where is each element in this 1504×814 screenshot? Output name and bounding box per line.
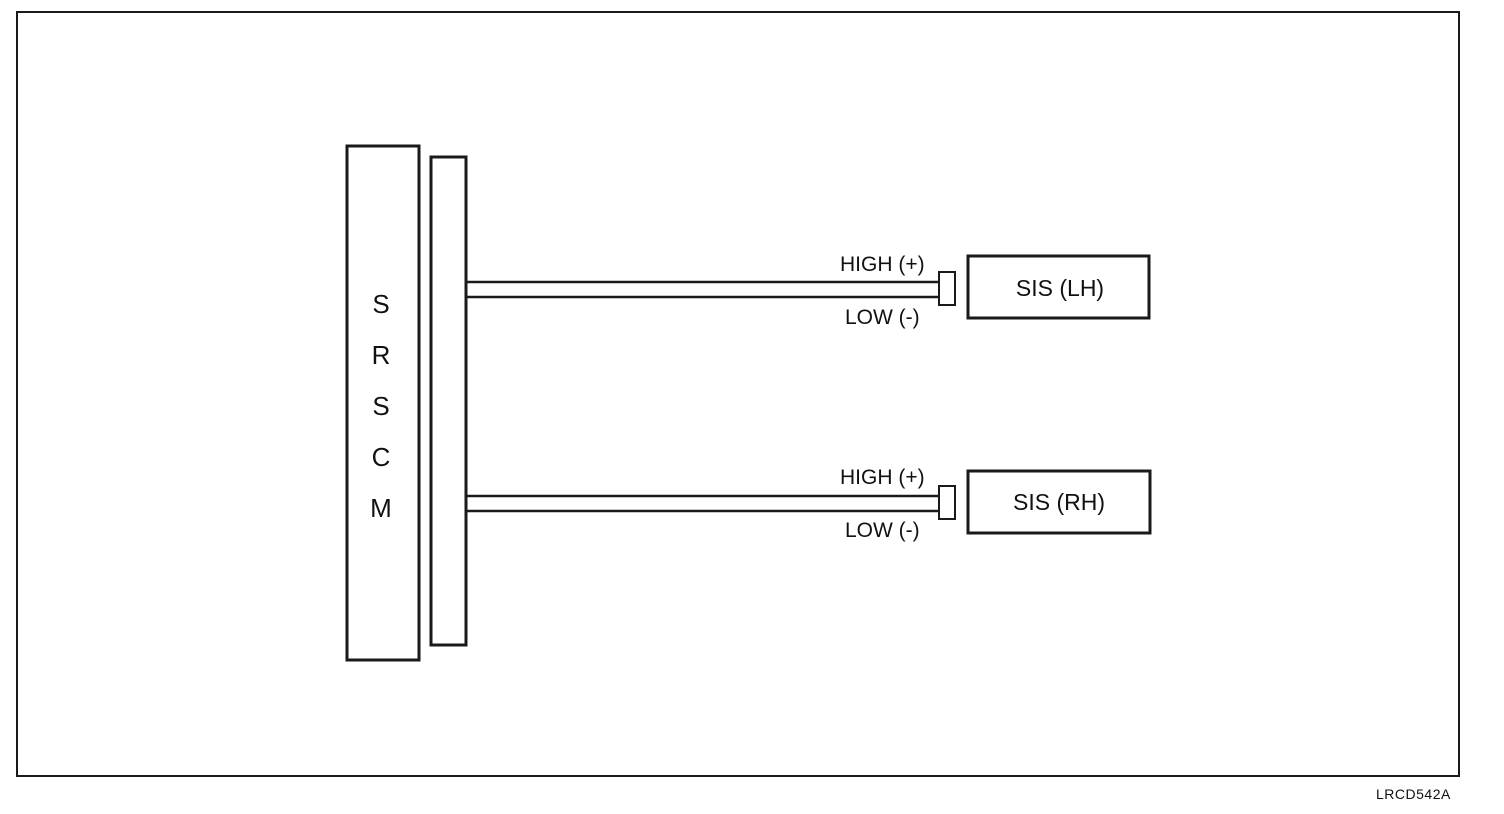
- sensor-box-lh: [966, 254, 1151, 320]
- channel-rh: HIGH (+) LOW (-) SIS (RH): [466, 466, 1152, 542]
- high-label-rh: HIGH (+): [840, 466, 925, 489]
- sensor-box-rh: [966, 469, 1152, 535]
- figure-code: LRCD542A: [1376, 786, 1451, 802]
- connector-lh: [938, 271, 956, 306]
- low-label-rh: LOW (-): [845, 519, 920, 542]
- srscm-letter-1: S: [372, 289, 389, 319]
- srscm-letter-5: M: [370, 493, 392, 523]
- sensor-label-lh: SIS (LH): [1016, 275, 1104, 301]
- high-label-lh: HIGH (+): [840, 253, 925, 276]
- low-label-lh: LOW (-): [845, 306, 920, 329]
- srscm-module-box: [345, 144, 421, 662]
- srscm-connector-bar: [429, 155, 468, 647]
- diagram-frame: [16, 11, 1460, 777]
- sensor-label-rh: SIS (RH): [1013, 489, 1105, 515]
- channel-lh: HIGH (+) LOW (-) SIS (LH): [466, 253, 1151, 329]
- srscm-letter-3: S: [372, 391, 389, 421]
- connector-rh: [938, 485, 956, 520]
- srscm-letter-2: R: [372, 340, 391, 370]
- srscm-letter-4: C: [372, 442, 391, 472]
